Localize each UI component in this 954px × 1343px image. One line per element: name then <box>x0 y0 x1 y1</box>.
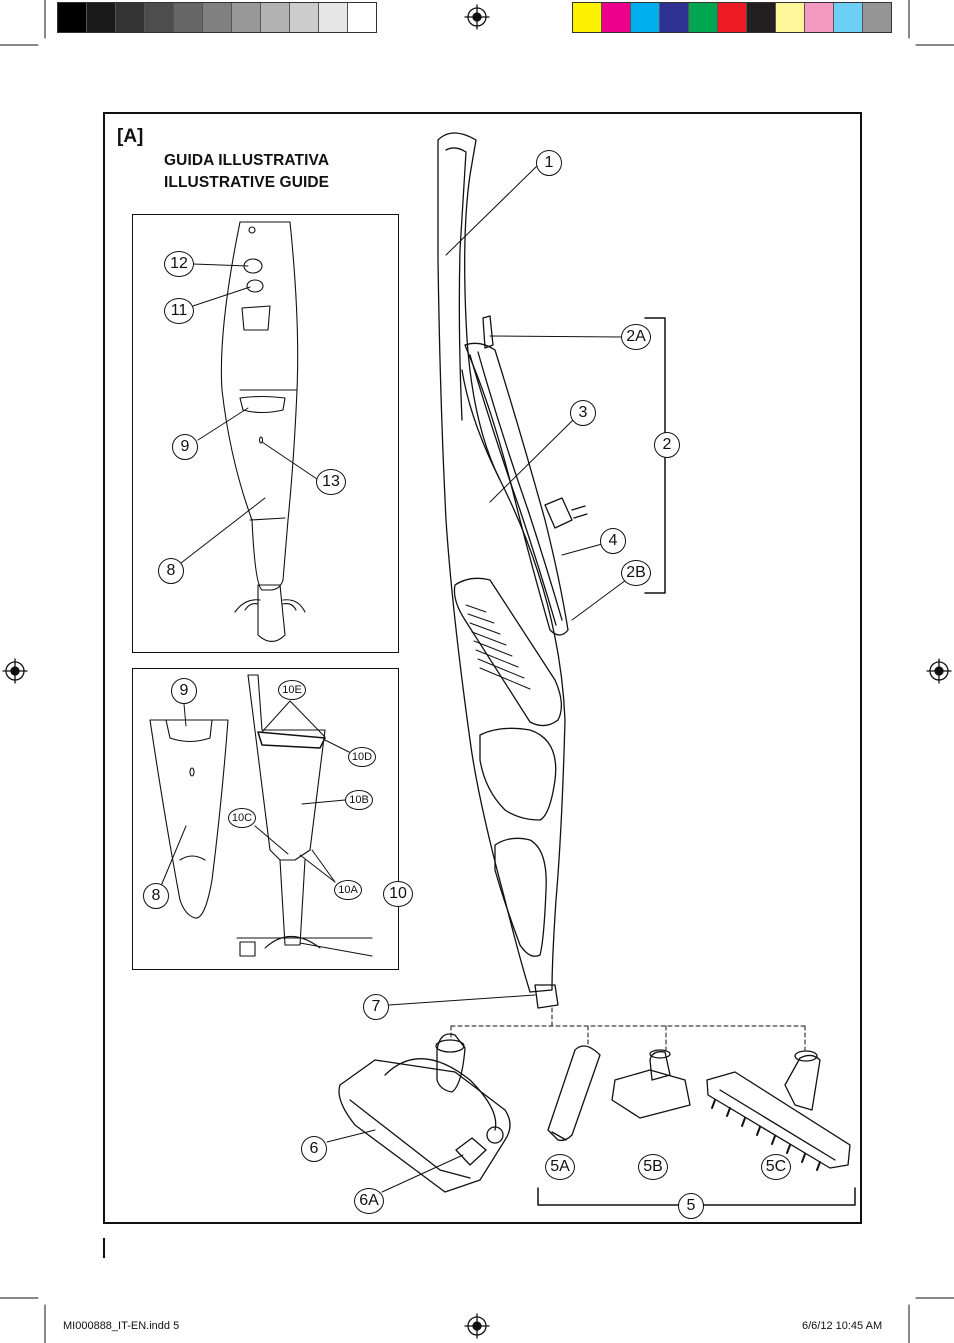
gray-swatch-3 <box>116 3 145 32</box>
callout-5: 5 <box>678 1193 704 1219</box>
section-tag: [A] <box>117 126 144 147</box>
callout-10e: 10E <box>278 680 306 700</box>
gray-swatch-2 <box>87 3 116 32</box>
color-swatch-5 <box>689 3 718 32</box>
color-swatch-8 <box>776 3 805 32</box>
callout-5b: 5B <box>638 1154 668 1180</box>
color-swatch-3 <box>631 3 660 32</box>
color-swatch-4 <box>660 3 689 32</box>
figure-frame <box>103 112 862 1224</box>
callout-2a: 2A <box>621 324 651 350</box>
title-english: ILLUSTRATIVE GUIDE <box>164 174 330 191</box>
upholstery-tool-5b <box>611 1049 691 1119</box>
callout-13: 13 <box>316 469 346 495</box>
callout-10d: 10D <box>348 747 376 767</box>
callout-11: 11 <box>164 298 194 324</box>
callout-1: 1 <box>536 150 562 176</box>
gray-swatch-11 <box>348 3 376 32</box>
callout-5a: 5A <box>545 1154 575 1180</box>
process-color-bar <box>572 2 892 33</box>
color-swatch-6 <box>718 3 747 32</box>
callout-9-bottom: 9 <box>171 678 197 704</box>
inset-handheld-art <box>220 221 306 643</box>
gray-swatch-5 <box>174 3 203 32</box>
gray-swatch-9 <box>290 3 319 32</box>
parquet-brush-5c <box>706 1050 851 1171</box>
color-swatch-9 <box>805 3 834 32</box>
callout-4: 4 <box>600 528 626 554</box>
callout-3: 3 <box>570 400 596 426</box>
grayscale-color-bar <box>57 2 377 33</box>
floor-nozzle-6 <box>338 1033 511 1193</box>
callout-10: 10 <box>383 881 413 907</box>
gray-swatch-1 <box>58 3 87 32</box>
callout-2b: 2B <box>621 560 651 586</box>
gray-swatch-7 <box>232 3 261 32</box>
callout-8-top: 8 <box>158 558 184 584</box>
callout-2: 2 <box>654 432 680 458</box>
footer-timestamp: 6/6/12 10:45 AM <box>802 1320 883 1332</box>
color-swatch-10 <box>834 3 863 32</box>
color-swatch-1 <box>573 3 602 32</box>
gray-swatch-8 <box>261 3 290 32</box>
gray-swatch-4 <box>145 3 174 32</box>
callout-5c: 5C <box>761 1154 791 1180</box>
gray-swatch-10 <box>319 3 348 32</box>
inset-dust-container <box>132 668 399 970</box>
footer-filename: MI000888_IT-EN.indd 5 <box>63 1320 180 1332</box>
registration-mark-icon <box>2 4 952 1339</box>
color-swatch-7 <box>747 3 776 32</box>
inset-container-art <box>149 674 373 957</box>
callout-6: 6 <box>301 1136 327 1162</box>
color-swatch-11 <box>863 3 891 32</box>
callout-10c: 10C <box>228 808 256 828</box>
callout-7: 7 <box>363 994 389 1020</box>
title-italian: GUIDA ILLUSTRATIVA <box>164 152 330 169</box>
gray-swatch-6 <box>203 3 232 32</box>
callout-8-bottom: 8 <box>143 883 169 909</box>
page-marker <box>103 1238 105 1258</box>
inset-handheld-unit <box>132 214 399 653</box>
vacuum-body <box>437 132 588 1009</box>
color-swatch-2 <box>602 3 631 32</box>
callout-6a: 6A <box>354 1188 384 1214</box>
callout-9-top: 9 <box>172 434 198 460</box>
crevice-tool-5a <box>547 1045 601 1142</box>
callout-12: 12 <box>164 251 194 277</box>
callout-10b: 10B <box>345 790 373 810</box>
callout-10a: 10A <box>334 880 362 900</box>
